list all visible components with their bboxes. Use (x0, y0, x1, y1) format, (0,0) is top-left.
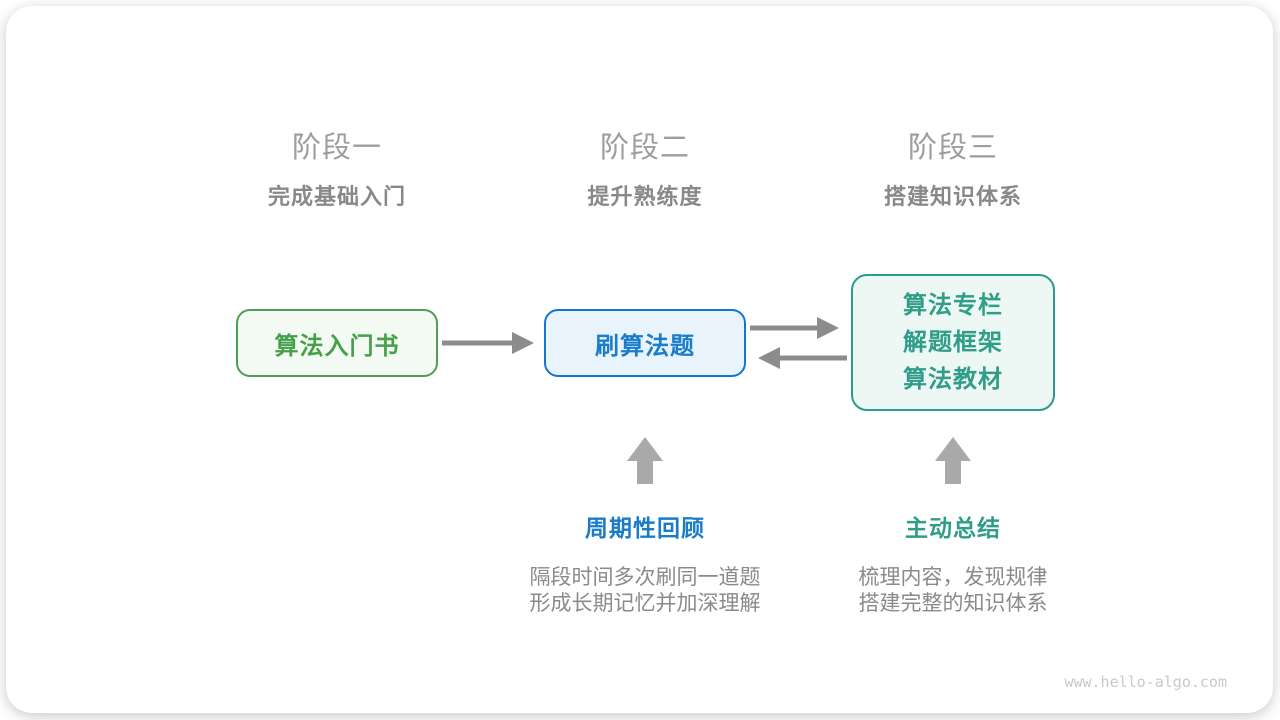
active-summary-desc: 梳理内容，发现规律 搭建完整的知识体系 (773, 565, 1133, 617)
stage-2-title: 阶段二 (599, 132, 690, 164)
stage-1-title: 阶段一 (291, 132, 382, 164)
stage-2-header: 阶段二 提升熟练度 (485, 132, 805, 210)
box-practice-problems-label: 刷算法题 (595, 332, 695, 360)
stage-3-header: 阶段三 搭建知识体系 (793, 132, 1113, 210)
periodic-review-desc: 隔段时间多次刷同一道题 形成长期记忆并加深理解 (465, 565, 825, 617)
active-summary-label: 主动总结 (905, 515, 1001, 541)
periodic-review-desc-line-1: 隔段时间多次刷同一道题 (529, 566, 761, 589)
diagram-card: 阶段一 完成基础入门 阶段二 提升熟练度 阶段三 搭建知识体系 (6, 6, 1273, 713)
stage-1-header: 阶段一 完成基础入门 (177, 132, 497, 210)
box-knowledge-line-2: 解题框架 (903, 329, 1003, 356)
stage-2-subtitle: 提升熟练度 (587, 184, 703, 209)
periodic-review-label: 周期性回顾 (585, 515, 705, 541)
site-watermark: www.hello-algo.com (1064, 673, 1227, 691)
active-summary-desc-line-2: 搭建完整的知识体系 (858, 592, 1048, 615)
box-knowledge-line-3: 算法教材 (903, 366, 1003, 393)
box-intro-books-label: 算法入门书 (274, 332, 400, 360)
stage-1-subtitle: 完成基础入门 (267, 184, 406, 209)
up-arrow-icon (935, 437, 971, 484)
box-practice-problems: 刷算法题 (544, 309, 746, 377)
box-intro-books: 算法入门书 (236, 309, 438, 377)
stage-3-subtitle: 搭建知识体系 (883, 184, 1022, 209)
periodic-review-desc-line-2: 形成长期记忆并加深理解 (529, 592, 761, 615)
box-knowledge-sources: 算法专栏 解题框架 算法教材 (851, 274, 1055, 411)
up-arrow-icon (627, 437, 663, 484)
box-knowledge-line-1: 算法专栏 (903, 292, 1003, 319)
stage-3-title: 阶段三 (907, 132, 998, 164)
active-summary-desc-line-1: 梳理内容，发现规律 (858, 566, 1048, 589)
